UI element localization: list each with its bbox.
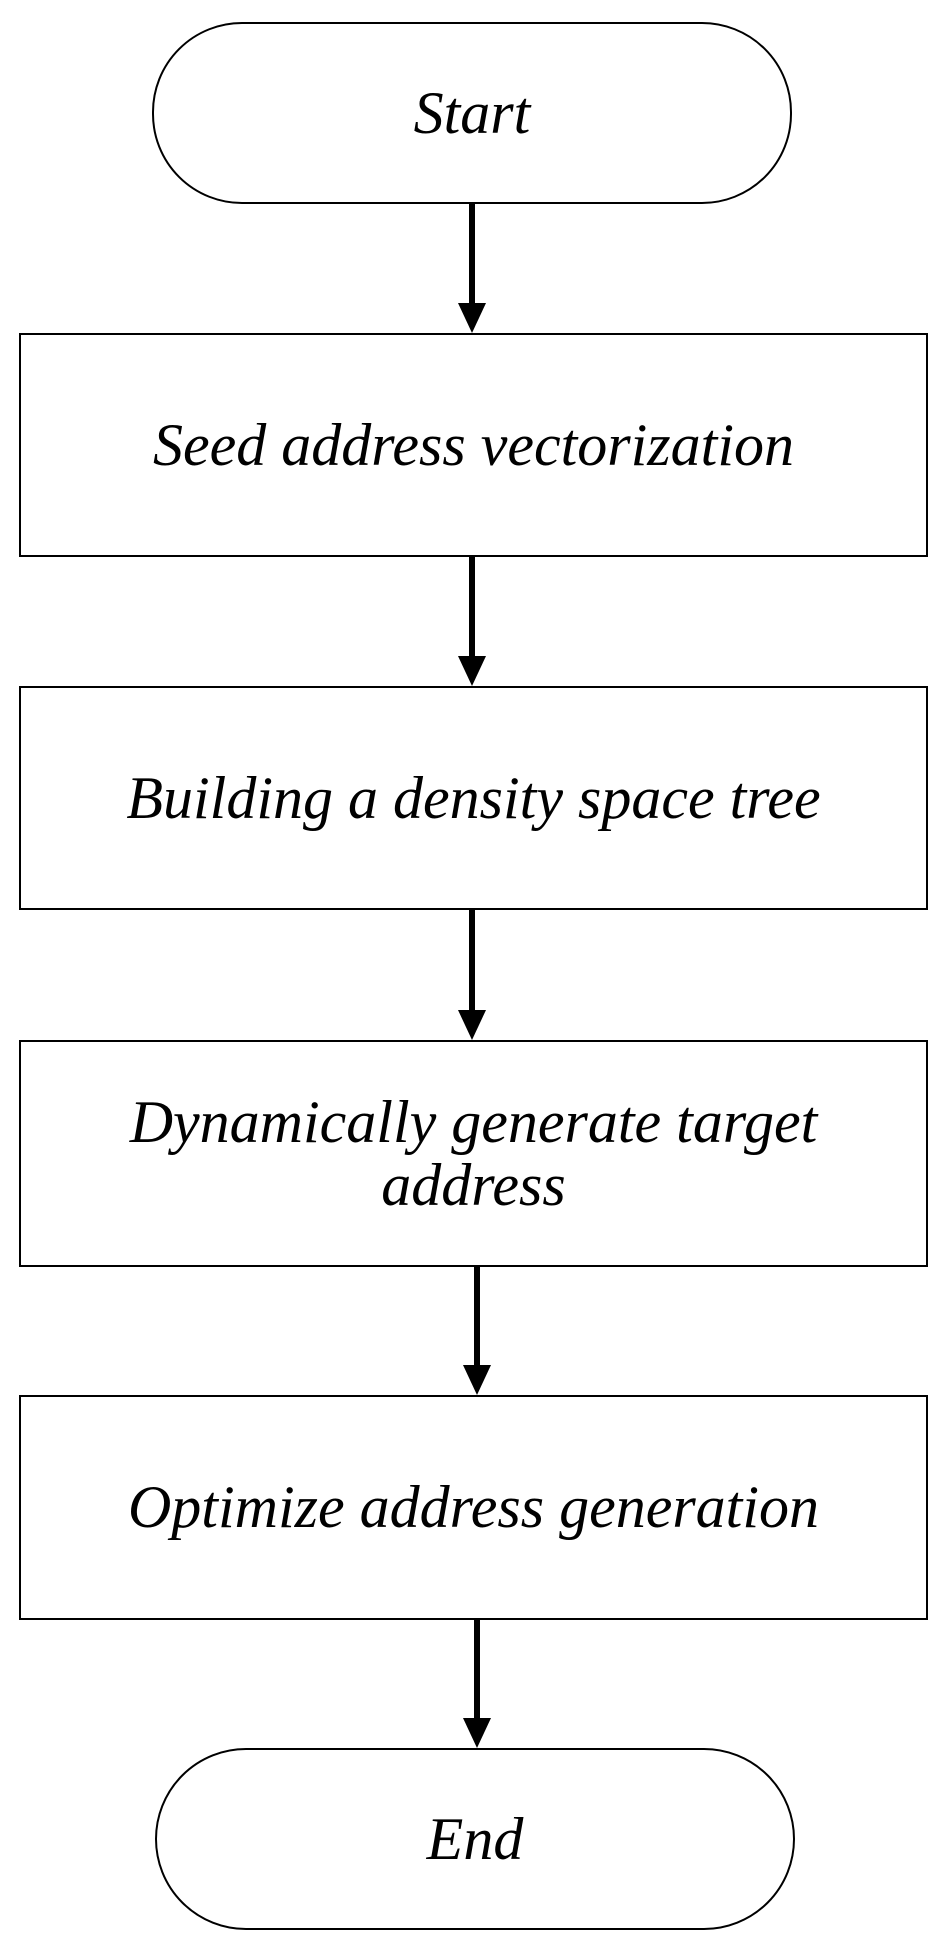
arrow-head [458, 303, 486, 333]
arrow-step2-to-step3 [458, 910, 486, 1040]
end-label: End [426, 1805, 524, 1872]
arrow-step3-to-step4 [463, 1267, 491, 1395]
start-node: Start [152, 22, 792, 204]
optimize-address-generation-step: Optimize address generation [19, 1395, 928, 1620]
step4-label: Optimize address generation [127, 1474, 820, 1540]
start-label: Start [413, 79, 531, 146]
generate-target-address-step: Dynamically generate target address [19, 1040, 928, 1267]
arrow-step4-to-end [463, 1620, 491, 1748]
arrow-head [458, 1010, 486, 1040]
step2-label: Building a density space tree [126, 764, 821, 831]
density-space-tree-step: Building a density space tree [19, 686, 928, 910]
arrow-start-to-step1 [458, 204, 486, 333]
step1-label: Seed address vectorization [153, 411, 794, 478]
seed-address-vectorization-step: Seed address vectorization [19, 333, 928, 557]
step3-label: Dynamically generate target address [129, 1088, 818, 1218]
arrow-head [463, 1365, 491, 1395]
end-node: End [155, 1748, 795, 1930]
arrow-head [463, 1718, 491, 1748]
arrow-step1-to-step2 [458, 557, 486, 686]
arrow-head [458, 656, 486, 686]
